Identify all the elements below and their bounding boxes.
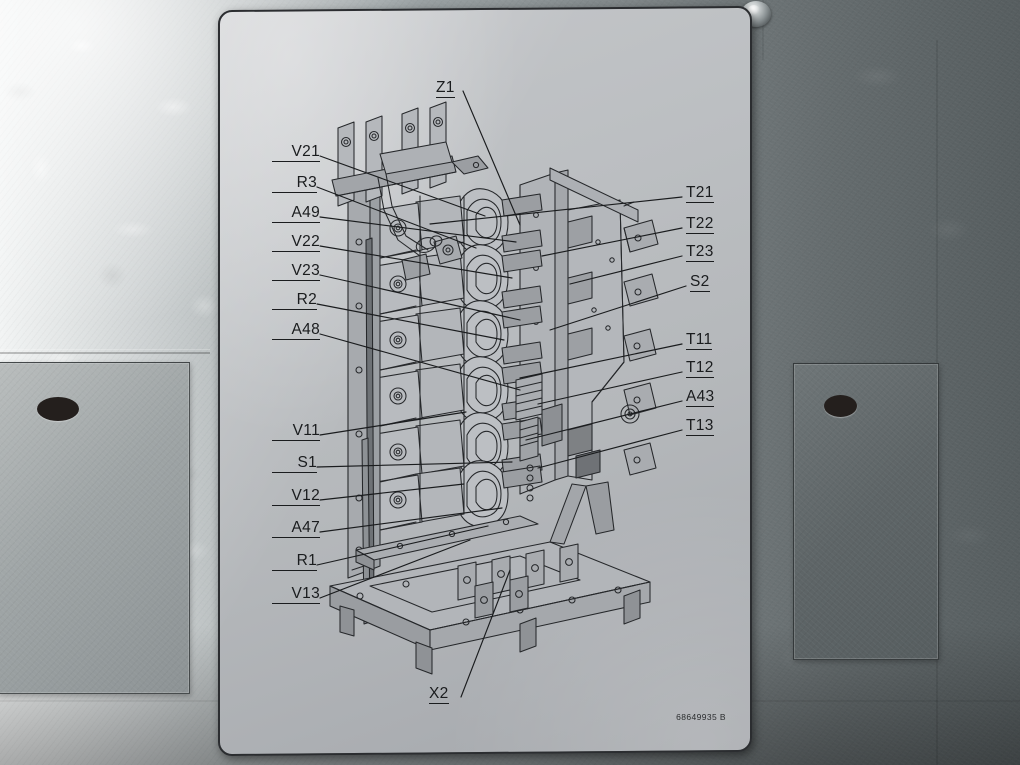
- callout-label-v12: V12: [272, 487, 320, 507]
- callout-label-v11: V11: [272, 422, 320, 442]
- callout-label-v13: V13: [272, 585, 320, 605]
- callout-label-t12: T12: [686, 359, 714, 379]
- callout-label-t21: T21: [686, 184, 714, 204]
- cabinet-seam: [0, 349, 210, 350]
- oval-knockout-slot-icon: [824, 395, 857, 417]
- callout-label-a49: A49: [272, 204, 320, 224]
- callout-label-v21: V21: [272, 143, 320, 163]
- callout-label-r1: R1: [272, 552, 317, 572]
- panel-grain: [794, 364, 938, 659]
- callout-label-t22: T22: [686, 215, 714, 235]
- callout-label-s2: S2: [690, 273, 710, 293]
- cabinet-seam: [762, 0, 764, 60]
- callout-label-t23: T23: [686, 243, 714, 263]
- leader-lines: [316, 90, 687, 698]
- callout-label-t11: T11: [686, 331, 713, 351]
- part-number: 68649935 B: [676, 712, 726, 722]
- callout-label-s1: S1: [272, 454, 317, 474]
- callout-label-t13: T13: [686, 417, 714, 437]
- callout-label-r2: R2: [272, 291, 317, 311]
- cabinet-seam: [0, 352, 210, 354]
- panel-grain: [0, 363, 189, 693]
- callout-label-a48: A48: [272, 321, 320, 341]
- callout-label-x2: X2: [429, 685, 449, 705]
- rivet-highlight: [748, 5, 760, 15]
- exploded-assembly-drawing: [329, 101, 659, 675]
- callout-label-z1: Z1: [436, 79, 455, 99]
- callout-label-a43: A43: [686, 388, 715, 408]
- callout-label-v22: V22: [272, 233, 320, 253]
- left-access-panel[interactable]: [0, 362, 190, 694]
- assembly-nameplate[interactable]: V21 R3 A49 V22 V23 R2 A48 V11 S1 V12 A47…: [218, 5, 752, 757]
- right-access-panel[interactable]: [793, 363, 939, 660]
- callout-label-r3: R3: [272, 174, 317, 194]
- oval-knockout-slot-icon: [37, 397, 79, 421]
- callout-label-v23: V23: [272, 262, 320, 282]
- callout-label-a47: A47: [272, 519, 320, 539]
